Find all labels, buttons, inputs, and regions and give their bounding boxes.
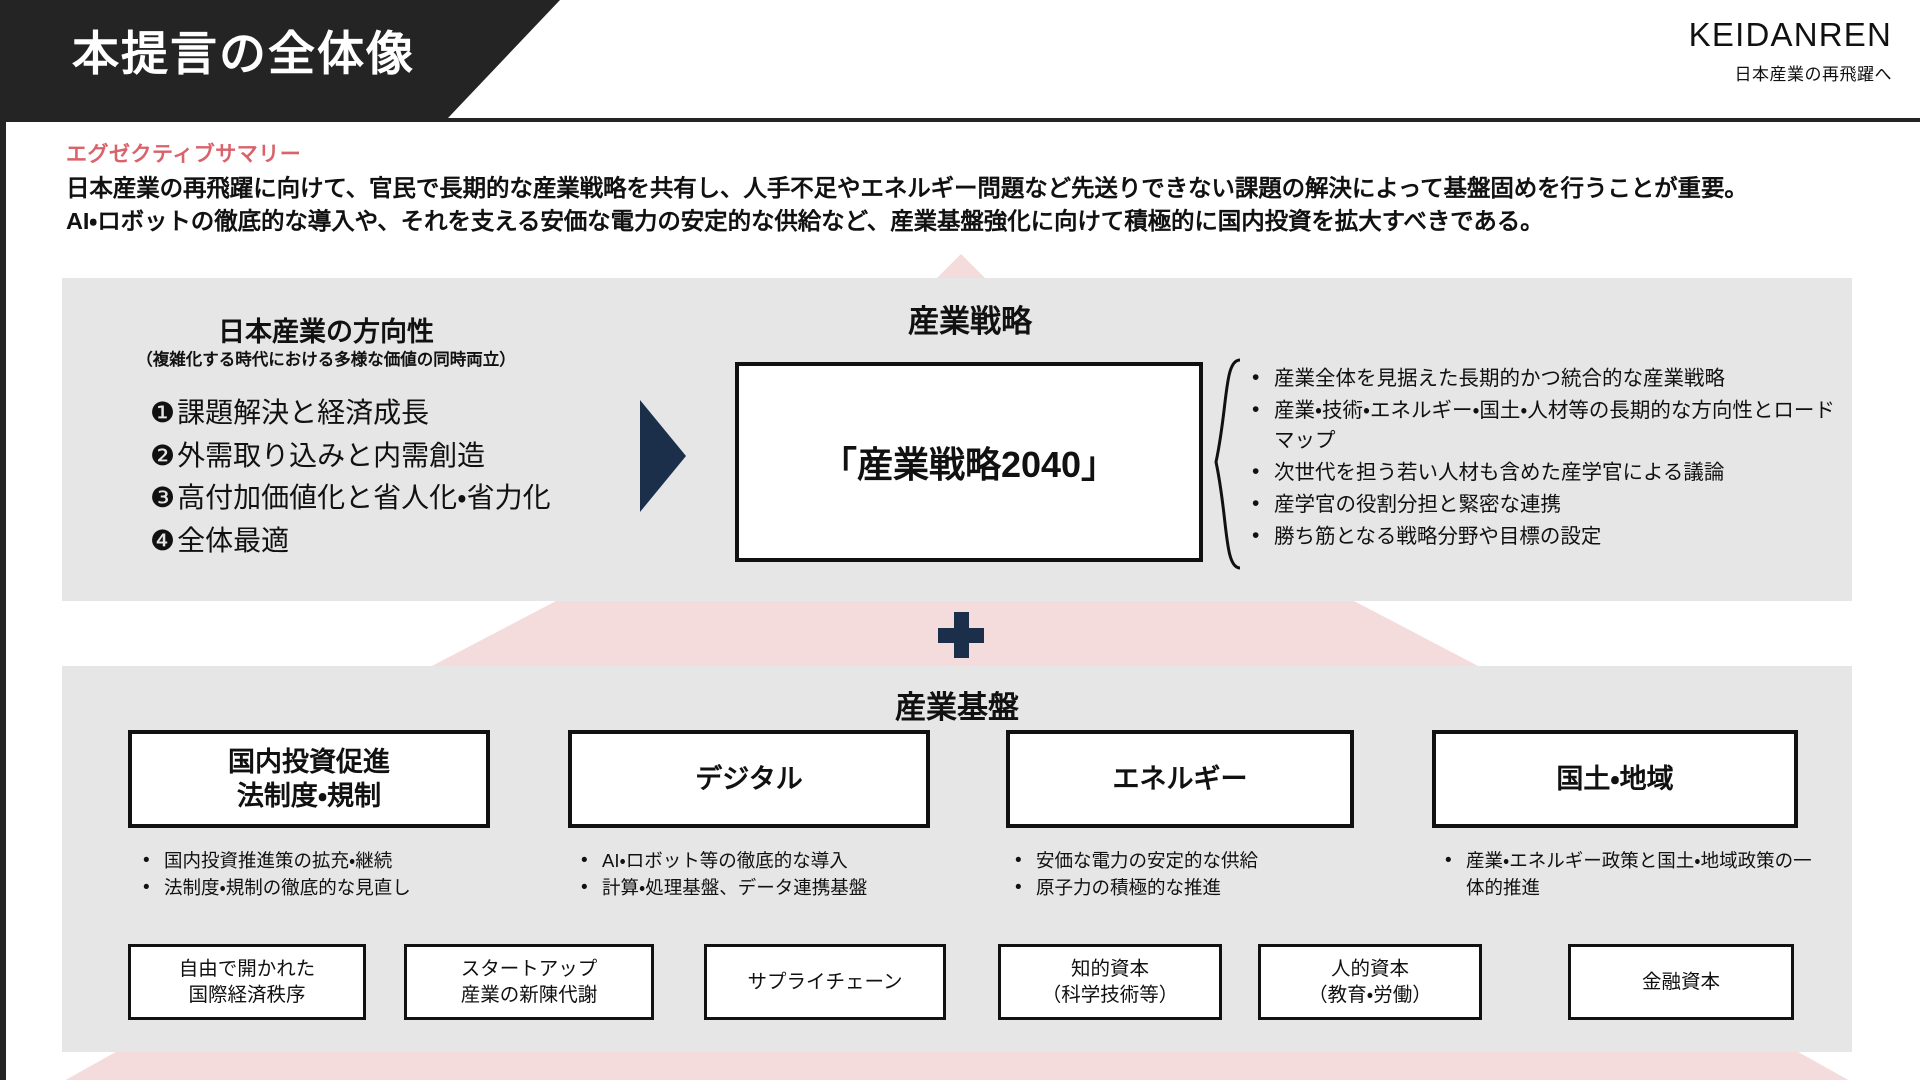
direction-subtitle: （複雑化する時代における多様な価値の同時両立） bbox=[136, 351, 516, 369]
pillar-box-energy: エネルギー bbox=[1006, 730, 1354, 828]
direction-item-label: 全体最適 bbox=[177, 524, 290, 556]
strategy-bullet: 産学官の役割分担と緊密な連携 bbox=[1248, 489, 1848, 520]
chip-line-1: 自由で開かれた bbox=[178, 957, 316, 980]
direction-item-number: ❸ bbox=[150, 482, 176, 514]
chip-line-2: （科学技術等） bbox=[1041, 984, 1179, 1006]
logo-main-text: KEIDANREN bbox=[1688, 16, 1892, 53]
pillar-bullet: 原子力の積極的な推進 bbox=[1012, 874, 1362, 902]
pillar-bullet: 安価な電力の安定的な供給 bbox=[1012, 847, 1362, 875]
pillar-bullet: 計算・処理基盤、データ連携基盤 bbox=[578, 874, 948, 902]
direction-item: ❶課題解決と経済成長 bbox=[150, 392, 620, 435]
pillar-bullets-domestic-investment: 国内投資推進策の拡充・継続 法制度・規制の徹底的な見直し bbox=[140, 847, 500, 902]
pillar-title-line-1: 国土・地域 bbox=[1556, 763, 1674, 794]
strategy-2040-box: 「産業戦略2040」 bbox=[735, 362, 1203, 562]
pillar-box-domestic-investment: 国内投資促進 法制度・規制 bbox=[128, 730, 490, 828]
exec-summary-line-2: AI・ロボットの徹底的な導入や、それを支える安価な電力の安定的な供給など、産業基… bbox=[66, 208, 1544, 235]
chip-startup: スタートアップ 産業の新陳代謝 bbox=[404, 944, 654, 1020]
direction-item-number: ❹ bbox=[150, 524, 176, 556]
pillar-title-line-2: 法制度・規制 bbox=[236, 781, 382, 811]
chip-line-1: 金融資本 bbox=[1641, 970, 1720, 993]
chip-financial-capital: 金融資本 bbox=[1568, 944, 1794, 1020]
pillar-title-line-1: 国内投資促進 bbox=[228, 746, 390, 777]
strategy-bullet: 次世代を担う若い人材も含めた産学官による議論 bbox=[1248, 457, 1848, 488]
exec-summary-label: エグゼクティブサマリー bbox=[66, 143, 302, 166]
arrow-right-icon bbox=[640, 400, 686, 512]
strategy-bullet: 産業・技術・エネルギー・国土・人材等の長期的な方向性とロードマップ bbox=[1248, 395, 1848, 456]
direction-item-label: 外需取り込みと内需創造 bbox=[177, 439, 486, 471]
chip-open-international-order: 自由で開かれた 国際経済秩序 bbox=[128, 944, 366, 1020]
pillar-bullet: AI・ロボット等の徹底的な導入 bbox=[578, 847, 948, 875]
pillar-bullets-energy: 安価な電力の安定的な供給 原子力の積極的な推進 bbox=[1012, 847, 1362, 902]
header-divider bbox=[0, 118, 1920, 122]
chip-supply-chain: サプライチェーン bbox=[704, 944, 946, 1020]
direction-list: ❶課題解決と経済成長 ❷外需取り込みと内需創造 ❸高付加価値化と省人化・省力化 … bbox=[150, 392, 620, 562]
pillar-bullets-land-region: 産業・エネルギー政策と国土・地域政策の一体的推進 bbox=[1442, 847, 1814, 902]
pillar-box-digital: デジタル bbox=[568, 730, 930, 828]
direction-title: 日本産業の方向性 bbox=[218, 317, 434, 347]
direction-item-number: ❶ bbox=[150, 397, 176, 428]
chip-line-2: 産業の新陳代謝 bbox=[460, 984, 598, 1006]
chip-line-1: スタートアップ bbox=[460, 957, 598, 980]
strategy-bullet: 産業全体を見据えた長期的かつ統合的な産業戦略 bbox=[1248, 363, 1848, 394]
chip-line-2: （教育・労働） bbox=[1308, 984, 1432, 1006]
pillar-bullet: 法制度・規制の徹底的な見直し bbox=[140, 874, 500, 902]
left-rail bbox=[0, 118, 6, 1080]
plus-icon bbox=[938, 612, 984, 658]
bottom-connector-trapezoid bbox=[62, 1052, 1852, 1080]
arrow-up-icon bbox=[935, 254, 987, 280]
pillar-bullet: 産業・エネルギー政策と国土・地域政策の一体的推進 bbox=[1442, 847, 1814, 902]
chip-line-2: 国際経済秩序 bbox=[188, 984, 306, 1006]
exec-summary-body: 日本産業の再飛躍に向けて、官民で長期的な産業戦略を共有し、人手不足やエネルギー問… bbox=[66, 172, 1896, 239]
pillar-bullets-digital: AI・ロボット等の徹底的な導入 計算・処理基盤、データ連携基盤 bbox=[578, 847, 948, 902]
direction-item: ❷外需取り込みと内需創造 bbox=[150, 435, 620, 478]
foundation-heading: 産業基盤 bbox=[895, 690, 1019, 725]
page-title: 本提言の全体像 bbox=[72, 27, 415, 80]
exec-summary-line-1: 日本産業の再飛躍に向けて、官民で長期的な産業戦略を共有し、人手不足やエネルギー問… bbox=[66, 175, 1748, 201]
chip-human-capital: 人的資本 （教育・労働） bbox=[1258, 944, 1482, 1020]
pillar-title-line-1: エネルギー bbox=[1112, 763, 1248, 794]
pillar-box-land-region: 国土・地域 bbox=[1432, 730, 1798, 828]
direction-item: ❹全体最適 bbox=[150, 520, 620, 563]
strategy-bullet: 勝ち筋となる戦略分野や目標の設定 bbox=[1248, 521, 1848, 552]
keidanren-logo: KEIDANREN 日本産業の再飛躍へ bbox=[1688, 16, 1892, 85]
chip-intellectual-capital: 知的資本 （科学技術等） bbox=[998, 944, 1222, 1020]
direction-item-label: 課題解決と経済成長 bbox=[177, 397, 430, 428]
curly-brace-icon bbox=[1214, 358, 1241, 570]
direction-item: ❸高付加価値化と省人化・省力化 bbox=[150, 477, 620, 520]
direction-item-number: ❷ bbox=[150, 439, 176, 471]
logo-sub-text: 日本産業の再飛躍へ bbox=[1734, 64, 1892, 84]
pillar-title-line-1: デジタル bbox=[695, 763, 803, 794]
pillar-bullet: 国内投資推進策の拡充・継続 bbox=[140, 847, 500, 875]
chip-line-1: 知的資本 bbox=[1070, 957, 1149, 980]
strategy-heading: 産業戦略 bbox=[908, 304, 1032, 339]
direction-item-label: 高付加価値化と省人化・省力化 bbox=[177, 482, 551, 514]
strategy-bullet-list: 産業全体を見据えた長期的かつ統合的な産業戦略 産業・技術・エネルギー・国土・人材… bbox=[1248, 363, 1848, 554]
chip-line-1: 人的資本 bbox=[1330, 957, 1409, 980]
header-band bbox=[0, 0, 560, 118]
chip-line-1: サプライチェーン bbox=[747, 970, 903, 993]
